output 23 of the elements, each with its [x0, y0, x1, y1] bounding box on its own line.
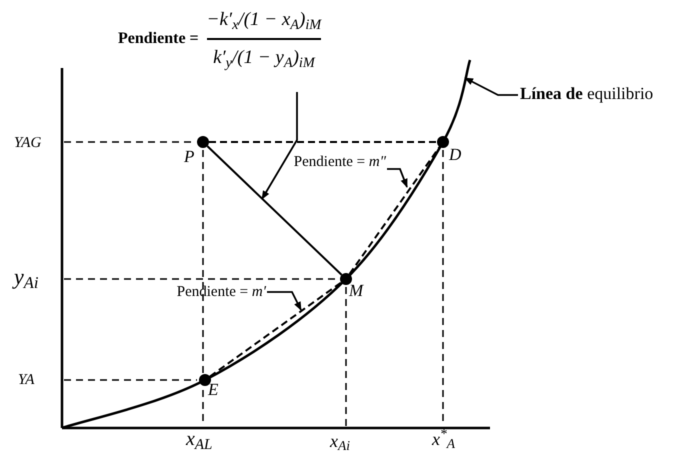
dashed-chord: [209, 282, 342, 378]
point-label: M: [349, 282, 364, 300]
leader-line: [464, 77, 518, 96]
formula-numerator: −k′$_{x}$/(1 − x$_{A}$)$_{iM}$: [206, 8, 322, 35]
point-label: P: [184, 148, 194, 166]
point-label: E: [208, 381, 218, 399]
point-label: D: [449, 146, 462, 164]
slope-formula-label: Pendiente =: [118, 29, 199, 49]
axis-label: YA: [18, 371, 34, 390]
leader-line: [267, 291, 302, 311]
axis-label: x$_{Ai}$: [330, 430, 350, 452]
axis-label: YAG: [14, 134, 42, 153]
formula-denominator: k′$_{y}$/(1 − y$_{A}$)$_{iM}$: [213, 46, 315, 73]
leader-line: [261, 92, 298, 200]
axis-label: y$_{Ai}$: [14, 266, 38, 288]
dashed-chord: [209, 141, 437, 143]
dashed-chord: [348, 146, 440, 275]
curve-label: Línea de equilibrio: [520, 84, 654, 104]
leader-line: [387, 168, 408, 188]
axis-label: x$_{AL}$: [186, 428, 212, 450]
slope-line: [206, 145, 342, 276]
slope-label: Pendiente = m′: [176, 283, 266, 302]
slope-label: Pendiente = m″: [294, 153, 386, 172]
